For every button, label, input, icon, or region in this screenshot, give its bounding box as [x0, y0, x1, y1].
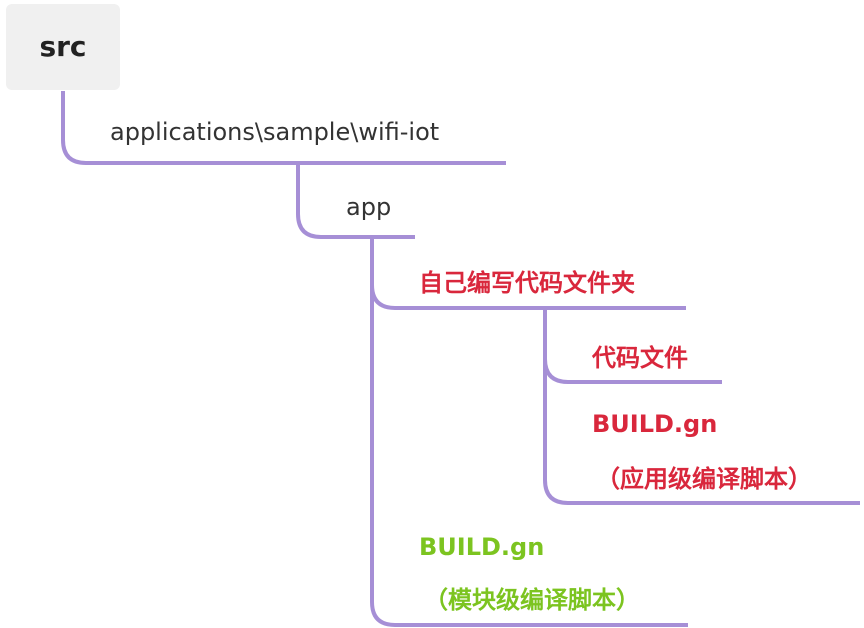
connector-folder-to-app-build [543, 308, 860, 505]
connector-src-to-path [61, 91, 506, 165]
connector-path-to-app [296, 163, 415, 239]
node-app-build-note: （应用级编译脚本） [596, 465, 812, 493]
node-applications-path: applications\sample\wifi-iot [110, 118, 440, 146]
node-custom-code-folder: 自己编写代码文件夹 [419, 269, 635, 297]
connector-app-to-module-build [370, 237, 688, 627]
root-node-box [6, 4, 120, 90]
node-code-files: 代码文件 [592, 344, 688, 372]
node-app: app [346, 193, 392, 221]
root-node-label: src [39, 30, 87, 63]
node-module-build-note: （模块级编译脚本） [424, 586, 640, 614]
node-app-build-gn: BUILD.gn [592, 410, 718, 438]
node-module-build-gn: BUILD.gn [419, 533, 545, 561]
